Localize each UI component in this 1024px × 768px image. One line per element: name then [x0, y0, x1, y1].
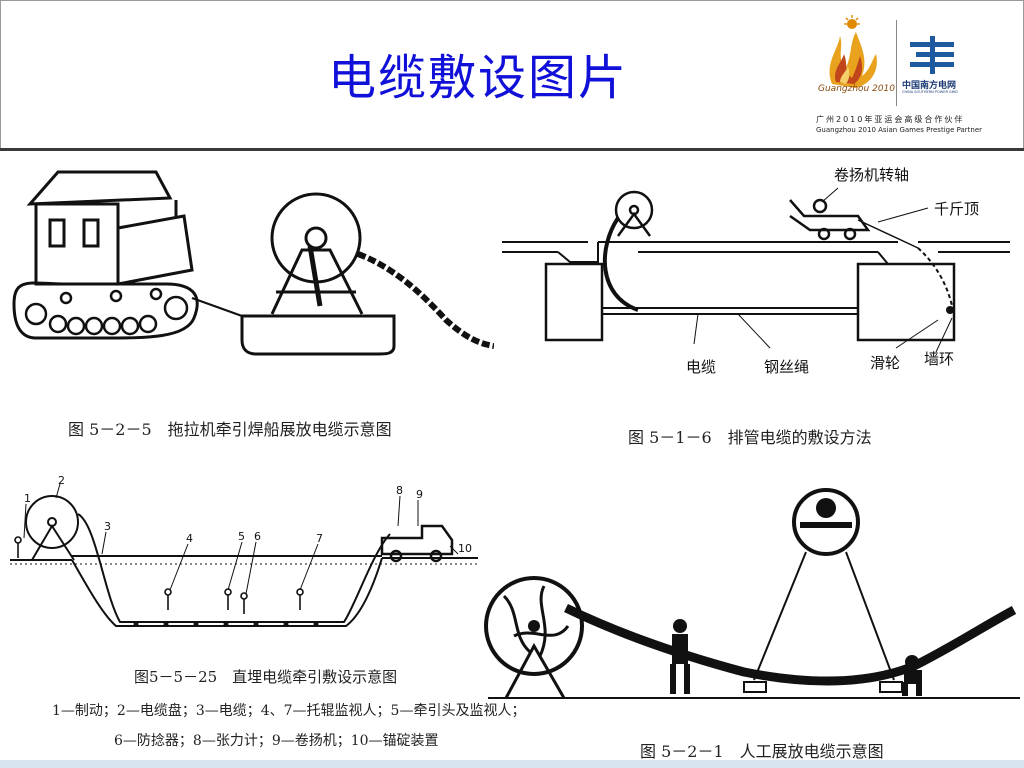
- partner-text-cn: 广州2010年亚运会高级合作伙伴: [816, 115, 965, 124]
- company-name-cn: 中国南方电网: [902, 81, 957, 91]
- footer-strip: [0, 760, 1024, 768]
- trench-drawing: [10, 483, 478, 627]
- callout-8: 8: [396, 484, 403, 497]
- figure-trench-pulling: 1 2 3 4 5 6 7 8 9 10 图5－5－25 直埋电缆牵引敷设示意图…: [6, 474, 525, 764]
- figure-duct-laying: 卷扬机转轴 千斤顶 电缆 钢丝绳 滑轮 墙环 图 5－1－6 排管电缆的敷设方法: [498, 156, 1018, 452]
- figure-trench-caption: 图5－5－25 直埋电缆牵引敷设示意图: [134, 668, 398, 686]
- games-wordmark: Guangzhou 2010: [818, 84, 896, 94]
- callout-2: 2: [58, 474, 65, 487]
- figure-duct-caption: 图 5－1－6 排管电缆的敷设方法: [628, 428, 872, 447]
- figure-manual-caption: 图 5－2－1 人工展放电缆示意图: [640, 742, 884, 761]
- callout-9: 9: [416, 488, 423, 501]
- label-wall-ring: 墙环: [924, 350, 955, 368]
- callout-6: 6: [254, 530, 261, 543]
- callout-5: 5: [238, 530, 245, 543]
- tractor-barge-drawing: [12, 170, 494, 356]
- callout-3: 3: [104, 520, 111, 533]
- label-pulley: 滑轮: [870, 354, 901, 372]
- callout-4: 4: [186, 532, 193, 545]
- logo-block: Guangzhou 2010 中国南方电网 CHINA SOUTHERN POW…: [810, 14, 1016, 139]
- figure-trench-legend-1: 1—制动；2—电缆盘；3—电缆；4、7—托辊监视人；5—牵引头及监视人；: [52, 703, 526, 719]
- figure-tractor-barge: 图 5－2－5 拖拉机牵引焊船展放电缆示意图: [6, 158, 494, 448]
- label-winch-shaft: 卷扬机转轴: [834, 166, 910, 184]
- callout-10: 10: [458, 542, 472, 555]
- label-cable: 电缆: [686, 358, 717, 376]
- asian-games-flame-logo: [829, 15, 877, 88]
- company-name-en: CHINA SOUTHERN POWER GRID: [902, 90, 958, 94]
- header-divider: [0, 148, 1024, 151]
- logo-separator: [896, 20, 897, 106]
- power-grid-icon: [910, 36, 954, 74]
- figure-trench-legend-2: 6—防捻器；8—张力计；9—卷扬机；10—锚碇装置: [114, 733, 439, 749]
- label-jack: 千斤顶: [934, 200, 980, 218]
- partner-text-en: Guangzhou 2010 Asian Games Prestige Part…: [816, 126, 983, 134]
- figure-tractor-caption: 图 5－2－5 拖拉机牵引焊船展放电缆示意图: [68, 420, 392, 439]
- callout-7: 7: [316, 532, 323, 545]
- slide-title: 电缆敷设图片: [328, 50, 629, 106]
- duct-laying-drawing: [502, 187, 1010, 353]
- figure-manual-laying: 图 5－2－1 人工展放电缆示意图: [484, 476, 1020, 766]
- label-wire-rope: 钢丝绳: [764, 358, 810, 376]
- callout-1: 1: [24, 492, 31, 505]
- manual-laying-drawing: [484, 488, 1020, 699]
